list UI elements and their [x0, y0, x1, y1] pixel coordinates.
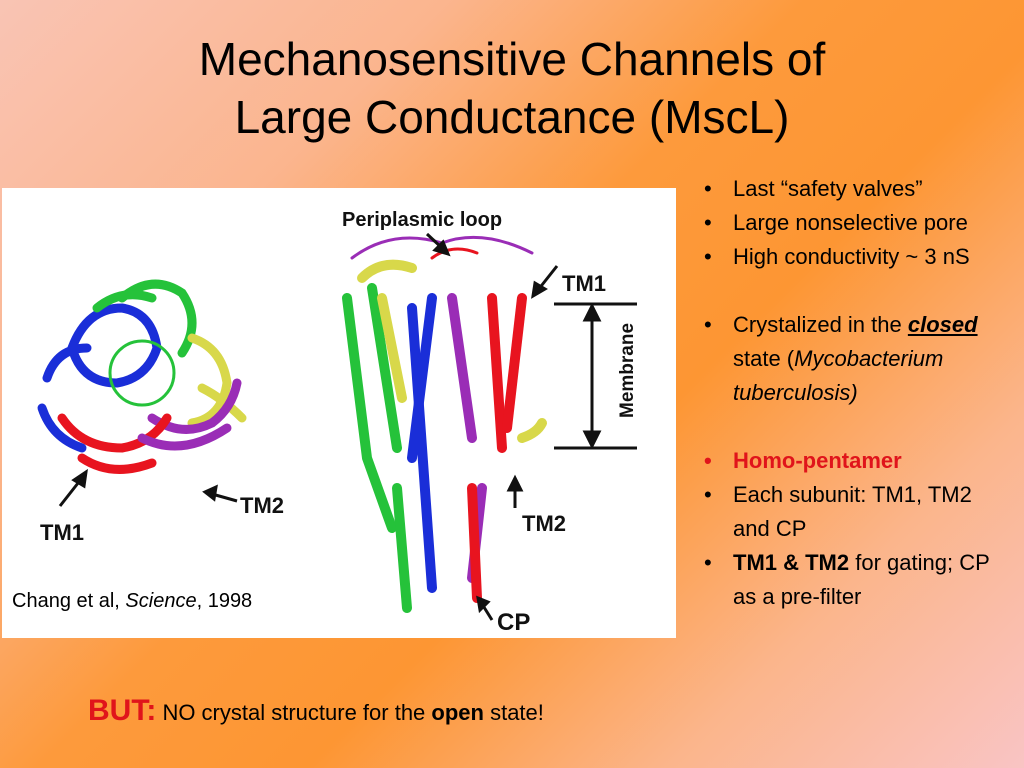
bullet-crystalized-mid: state (: [733, 346, 795, 371]
bullet-subunit: Each subunit: TM1, TM2 and CP: [700, 478, 1010, 546]
bullet-safety-valves: Last “safety valves”: [700, 172, 1010, 206]
title-line-1: Mechanosensitive Channels of: [198, 33, 826, 85]
caption-year: , 1998: [196, 590, 253, 612]
footer-text-before: NO crystal structure for the: [156, 700, 432, 725]
bullet-conductivity: High conductivity ~ 3 nS: [700, 240, 1010, 274]
figure-caption: Chang et al, Science, 1998: [12, 590, 252, 613]
bullet-crystalized: Crystalized in the closed state (Mycobac…: [700, 308, 1010, 410]
caption-authors: Chang et al,: [12, 590, 126, 612]
label-tm1-side-view: TM1: [562, 271, 606, 296]
mscl-structure-figure: TM1 TM2: [2, 188, 676, 638]
label-tm2-top-view: TM2: [240, 493, 284, 518]
bullet-species: Mycobacterium tuberculosis): [733, 346, 944, 405]
bullet-spacer: [700, 274, 1010, 308]
bullet-closed-emphasis: closed: [907, 312, 978, 337]
footer-text-after: state!: [483, 700, 544, 725]
but-label: BUT:: [88, 694, 157, 727]
bullet-gating-bold: TM1 & TM2: [733, 550, 850, 575]
bullet-list: Last “safety valves” Large nonselective …: [700, 172, 1010, 614]
bullet-homo-pentamer: Homo-pentamer: [700, 444, 1010, 478]
protein-structure-illustration: TM1 TM2: [37, 209, 638, 636]
label-periplasmic-loop: Periplasmic loop: [342, 209, 502, 231]
label-tm2-side-view: TM2: [522, 511, 566, 536]
top-view-pentamer: [37, 279, 247, 474]
bullet-gating: TM1 & TM2 for gating; CP as a pre-filter: [700, 546, 1010, 614]
side-view-annotations: [425, 232, 637, 621]
bullet-spacer: [700, 410, 1010, 444]
bullet-gating-rest: for gating; CP as a pre-filter: [733, 550, 990, 609]
label-cp: CP: [497, 609, 530, 636]
bullet-crystalized-prefix: Crystalized in the: [733, 312, 908, 337]
title-line-2: Large Conductance (MscL): [234, 91, 790, 143]
slide-title: Mechanosensitive Channels of Large Condu…: [0, 30, 1024, 146]
caption-journal: Science: [125, 590, 197, 612]
label-tm1-top-view: TM1: [40, 520, 84, 545]
side-view-channel: [342, 235, 547, 613]
footer-open-emphasis: open: [431, 700, 484, 725]
top-view-arrows: [58, 468, 238, 507]
bullet-nonselective-pore: Large nonselective pore: [700, 206, 1010, 240]
label-membrane: Membrane: [617, 323, 638, 418]
footer-statement: BUT: NO crystal structure for the open s…: [88, 694, 544, 728]
